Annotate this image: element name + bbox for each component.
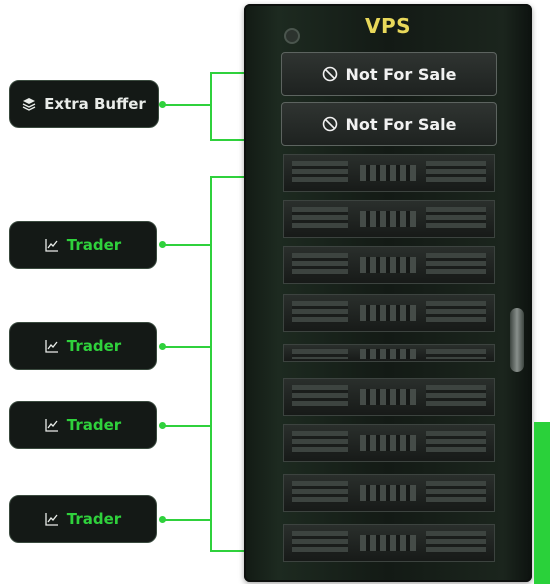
trader-label-2: Trader <box>9 322 157 370</box>
connector-line <box>210 72 244 74</box>
connector-line <box>163 346 211 348</box>
slot-label: Not For Sale <box>345 114 457 134</box>
server-unit <box>283 474 495 512</box>
power-knob-icon <box>284 28 300 44</box>
connector-dot <box>159 516 166 523</box>
rack-door-handle <box>510 308 524 372</box>
ban-icon <box>322 66 338 82</box>
chart-line-icon <box>45 238 59 252</box>
extra-buffer-label: Extra Buffer <box>9 80 159 128</box>
trader-text: Trader <box>66 510 122 528</box>
connector-line <box>210 550 244 552</box>
slot-label: Not For Sale <box>345 64 457 84</box>
extra-buffer-text: Extra Buffer <box>44 95 146 113</box>
chart-line-icon <box>45 418 59 432</box>
rack-title: VPS <box>364 14 412 38</box>
connector-bracket <box>210 176 212 552</box>
trader-label-4: Trader <box>9 495 157 543</box>
connector-dot <box>159 343 166 350</box>
server-unit <box>283 246 495 284</box>
connector-line <box>163 425 211 427</box>
server-unit <box>283 424 495 462</box>
connector-dot <box>159 101 166 108</box>
slot-not-for-sale-2: Not For Sale <box>281 102 497 146</box>
connector-dot <box>159 241 166 248</box>
connector-line <box>163 519 211 521</box>
server-unit <box>283 154 495 192</box>
chart-line-icon <box>45 512 59 526</box>
chart-line-icon <box>45 339 59 353</box>
ban-icon <box>322 116 338 132</box>
trader-text: Trader <box>66 416 122 434</box>
stack-layers-icon <box>22 97 36 111</box>
slot-not-for-sale-1: Not For Sale <box>281 52 497 96</box>
server-unit <box>283 524 495 562</box>
server-rack: VPS Not For Sale Not For Sale <box>244 4 532 582</box>
server-unit <box>283 378 495 416</box>
server-unit <box>283 200 495 238</box>
trader-text: Trader <box>66 236 122 254</box>
trader-text: Trader <box>66 337 122 355</box>
connector-bracket <box>210 72 212 141</box>
trader-label-3: Trader <box>9 401 157 449</box>
accent-bar <box>534 422 550 584</box>
connector-line <box>163 244 211 246</box>
connector-line <box>210 176 244 178</box>
connector-line <box>210 139 244 141</box>
connector-line <box>163 104 211 106</box>
trader-label-1: Trader <box>9 221 157 269</box>
connector-dot <box>159 422 166 429</box>
server-unit-thin <box>283 344 495 362</box>
server-unit <box>283 294 495 332</box>
